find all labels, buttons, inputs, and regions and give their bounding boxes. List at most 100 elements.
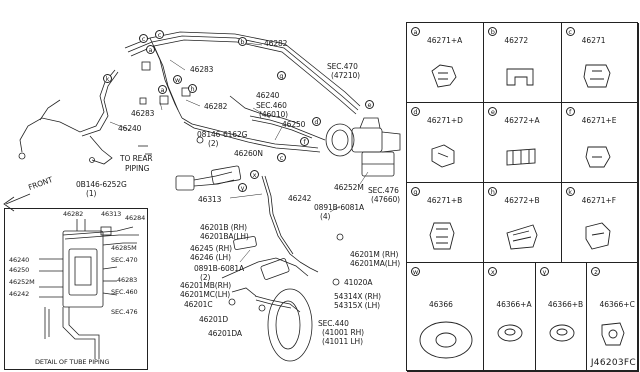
parts-cell-tag: f: [565, 107, 575, 116]
label-46282-mid: 46282: [204, 102, 228, 111]
diagram-code: J46203FC: [590, 358, 636, 368]
label-46201d: 46201D: [199, 315, 229, 324]
label-sec440-a: (41001 RH): [322, 328, 364, 337]
parts-cell-tag: c: [565, 27, 575, 36]
parts-cell-tag: h: [488, 187, 498, 196]
parts-cell-f: f 46271+E: [561, 103, 639, 183]
detail-label-46242: 46242: [9, 290, 30, 298]
label-46201c: 46201C: [184, 300, 213, 309]
parts-cell-drawing: [497, 324, 523, 342]
parts-cell-part-number: 46271+D: [427, 116, 463, 125]
parts-cell-drawing: [601, 322, 625, 346]
callout-b: b: [238, 37, 247, 46]
parts-cell-part-number: 46271+E: [581, 116, 617, 125]
label-sec476: SEC.476: [368, 186, 399, 195]
parts-cell-d: d 46271+D: [407, 103, 485, 183]
label-54314x: 54314X (RH): [334, 292, 381, 301]
brake-tube-upper-2: [127, 35, 359, 111]
parts-cell-tag: e: [488, 107, 498, 116]
label-41020a: 41020A: [344, 278, 373, 287]
label-piping: PIPING: [125, 164, 150, 173]
label-46201ma: 46201MA(LH): [350, 259, 401, 268]
parts-cell-drawing: [431, 64, 457, 88]
label-46201ba: 46201BA(LH): [200, 232, 249, 241]
parts-cell-e: e 46272+A: [484, 103, 562, 183]
callout-a-2: a: [158, 85, 167, 94]
parts-cell-tag: z: [591, 267, 601, 276]
label-nut1-qty: (4): [320, 212, 331, 221]
label-sec470-sub: (47210): [331, 71, 361, 80]
parts-cell-part-number: 46271+B: [427, 196, 463, 205]
label-46283-top: 46283: [190, 65, 214, 74]
detail-tube-piping-box: 46282 46313 46284 46285M 46240 46250 SEC…: [4, 208, 148, 370]
callout-c-2: c: [155, 30, 164, 39]
label-sec440: SEC.440: [318, 319, 349, 328]
label-46201da: 46201DA: [208, 329, 242, 338]
detail-label-46313: 46313: [101, 210, 122, 218]
label-46201mc: 46201MC(LH): [180, 290, 231, 299]
label-46313: 46313: [198, 195, 222, 204]
label-46240-left: 46240: [118, 124, 142, 133]
callout-w: w: [173, 75, 182, 84]
parts-cell-part-number: 46272+A: [504, 116, 540, 125]
callout-c-1: c: [139, 34, 148, 43]
parts-cell-part-number: 46271+A: [427, 36, 463, 45]
parts-cell-drawing: [419, 321, 473, 359]
label-46201m: 46201M (RH): [350, 250, 399, 259]
detail-label-46284: 46284: [125, 214, 146, 222]
label-54315x: 54315X (LH): [334, 301, 380, 310]
label-46201mb: 46201MB(RH): [180, 281, 232, 290]
parts-cell-drawing: [585, 222, 611, 250]
label-nut2-qty: (2): [200, 273, 211, 282]
parts-cell-tag: x: [488, 267, 498, 276]
detail-label-46283: 46283: [117, 276, 138, 284]
label-sec476-sub: (47660): [371, 195, 401, 204]
parts-cell-part-number: 46271: [581, 36, 606, 45]
label-46245: 46245 (RH): [190, 244, 232, 253]
detail-label-46282: 46282: [63, 210, 84, 218]
label-nut-0891b-6081a-2: 0891B-6081A: [194, 264, 245, 273]
parts-cell-part-number: 46366+B: [547, 300, 584, 309]
label-46282-top: 46282: [264, 39, 288, 48]
label-nut-0891b-6081a: 0891B-6081A: [314, 203, 365, 212]
label-46240-center: 46240: [256, 91, 280, 100]
detail-label-46252m: 46252M: [9, 278, 35, 286]
parts-cell-drawing: [429, 222, 455, 250]
parts-cell-tag: a: [411, 27, 420, 36]
parts-cell-tag: d: [411, 107, 420, 116]
callout-c-3: c: [277, 153, 286, 162]
parts-cell-drawing: [585, 146, 611, 168]
callout-k: k: [103, 74, 112, 83]
parts-cell-c: c 46271: [561, 23, 639, 103]
label-46260n: 46260N: [234, 149, 263, 158]
parts-cell-drawing: [583, 64, 611, 88]
parts-cell-drawing: [549, 324, 575, 342]
label-bolt-08146-6162g: 08146-6162G: [197, 130, 248, 139]
parts-cell-a: a 46271+A: [407, 23, 485, 103]
callout-f: f: [300, 137, 309, 146]
detail-tube-piping-drawing: [39, 219, 139, 359]
parts-cell-part-number: 46271+F: [581, 196, 617, 205]
label-sec470: SEC.470: [327, 62, 358, 71]
parts-cell-drawing: [506, 148, 536, 166]
parts-cell-drawing: [431, 144, 455, 168]
parts-cell-part-number: 46272+B: [504, 196, 540, 205]
detail-title: DETAIL OF TUBE PIPING: [35, 358, 110, 366]
parts-cell-drawing: [506, 68, 534, 86]
detail-label-46250: 46250: [9, 266, 30, 274]
parts-cell-drawing: [506, 224, 538, 250]
label-46252m: 46252M: [334, 183, 364, 192]
label-46242: 46242: [288, 194, 312, 203]
detail-label-sec470: SEC.470: [111, 256, 138, 264]
label-bolt1-qty: (2): [208, 139, 219, 148]
callout-y: y: [238, 183, 247, 192]
callout-h: h: [188, 84, 197, 93]
detail-label-sec476: SEC.476: [111, 308, 138, 316]
